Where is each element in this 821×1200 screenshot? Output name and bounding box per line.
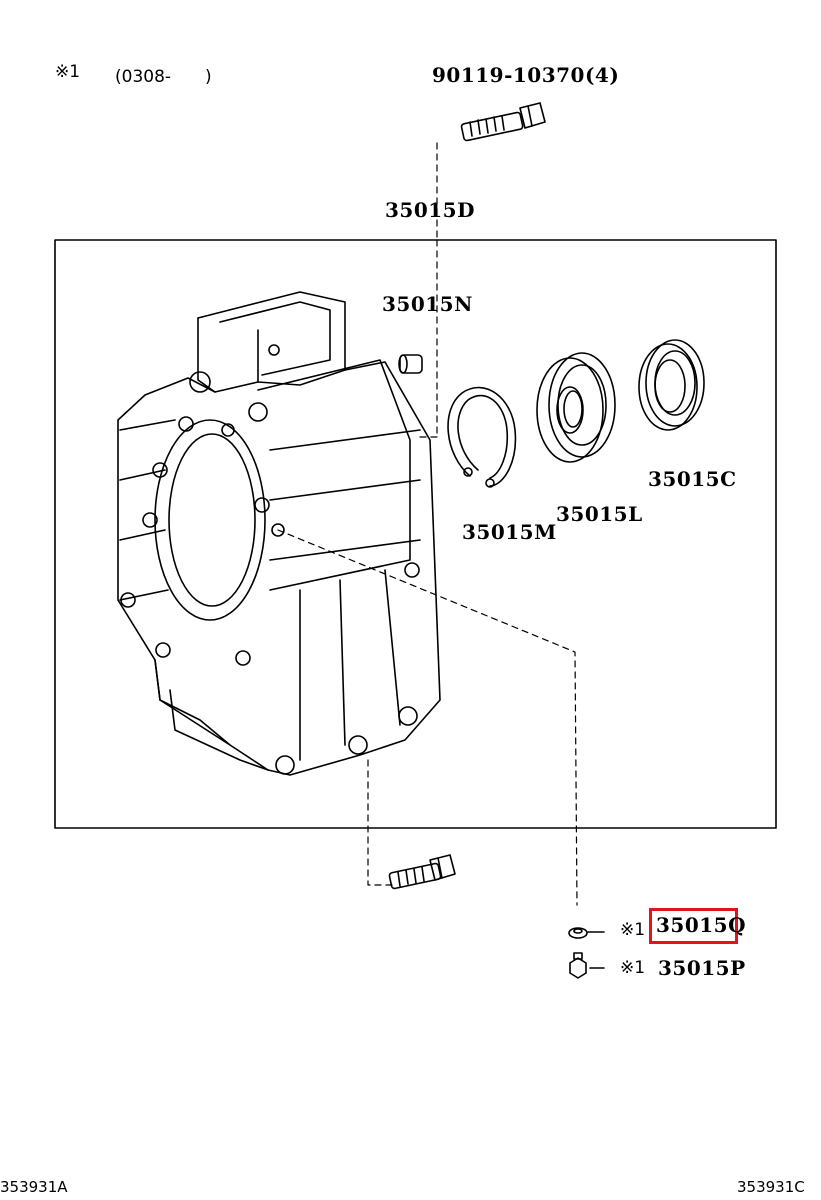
footer-right-code: 353931C bbox=[737, 1178, 805, 1196]
part-label-gasket[interactable]: 35015Q bbox=[656, 913, 747, 937]
part-label-snap-ring[interactable]: 35015M bbox=[462, 520, 557, 544]
part-label-plug[interactable]: 35015P bbox=[658, 956, 746, 980]
bottom-bolt-drawing bbox=[388, 854, 456, 890]
part-label-pin[interactable]: 35015N bbox=[382, 292, 473, 316]
top-bolt-drawing bbox=[460, 102, 546, 142]
assembly-frame bbox=[54, 239, 777, 829]
part-label-bearing[interactable]: 35015L bbox=[556, 502, 643, 526]
header-note-mark: ※1 bbox=[55, 62, 81, 82]
plug-note-mark: ※1 bbox=[620, 958, 646, 978]
transfer-housing-drawing bbox=[117, 291, 441, 776]
footer-left-code: 353931A bbox=[0, 1178, 68, 1196]
snap-ring-drawing bbox=[447, 386, 517, 488]
gasket-note-mark: ※1 bbox=[620, 920, 646, 940]
header-note-range: (0308- ) bbox=[115, 67, 212, 87]
part-label-oil-seal[interactable]: 35015C bbox=[648, 467, 737, 491]
plug-drawing bbox=[569, 952, 587, 979]
gasket-drawing bbox=[568, 927, 588, 939]
part-label-housing[interactable]: 35015D bbox=[385, 198, 475, 222]
bearing-drawing bbox=[536, 352, 616, 463]
selected-part-highlight bbox=[649, 908, 738, 944]
oil-seal-drawing bbox=[638, 339, 705, 431]
part-label-top-bolt[interactable]: 90119-10370(4) bbox=[432, 63, 620, 87]
pin-drawing bbox=[398, 354, 423, 374]
